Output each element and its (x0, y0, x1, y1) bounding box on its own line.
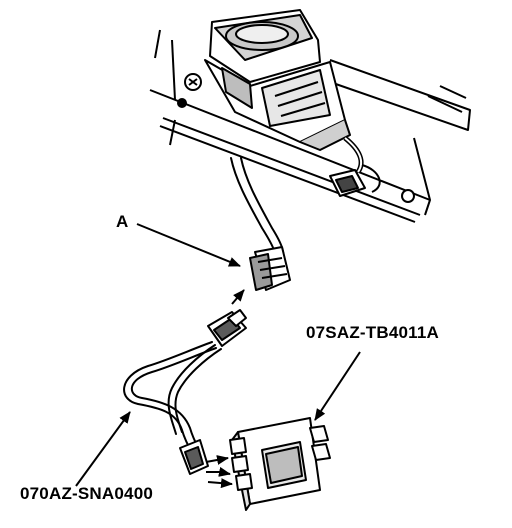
connection-arrows (205, 289, 245, 489)
callout-harness: 070AZ-SNA0400 (20, 484, 153, 503)
harness-cable (123, 157, 285, 461)
leader-lines (75, 223, 361, 487)
tester-box (229, 417, 331, 511)
callout-tester-box: 07SAZ-TB4011A (306, 323, 439, 342)
vehicle-connector (329, 136, 381, 197)
vehicle-frame (149, 29, 471, 223)
harness-connector-a (249, 246, 291, 291)
tester-plug (179, 439, 209, 475)
airbag-control-unit (204, 9, 351, 151)
harness-plug (207, 309, 247, 347)
callout-connector-a: A (116, 212, 129, 231)
